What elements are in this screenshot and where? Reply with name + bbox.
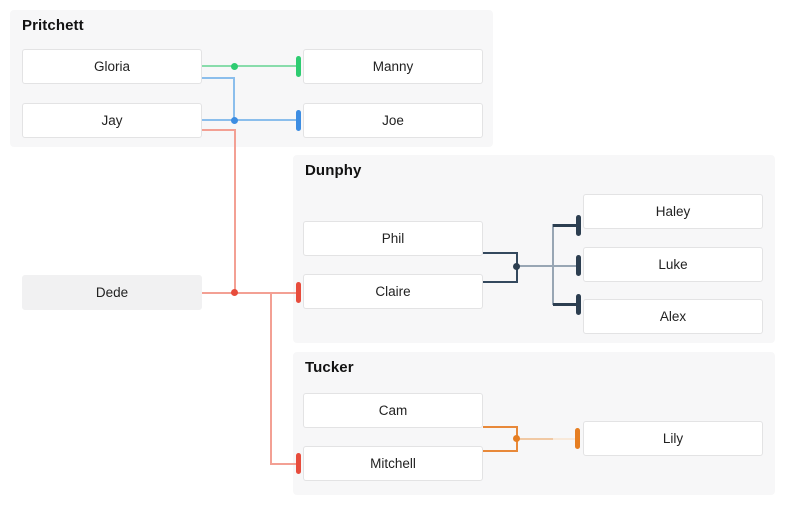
link-spine-alex-stub: [553, 302, 578, 306]
link-dede-claire: [202, 291, 296, 294]
link-couple-luke-trunk: [517, 264, 578, 267]
group-title-tucker: Tucker: [305, 359, 354, 376]
person-claire[interactable]: Claire: [303, 274, 483, 309]
child-handle-manny: [296, 55, 301, 77]
person-name: Lily: [662, 431, 684, 446]
person-name: Manny: [372, 59, 414, 74]
link-gloria-manny: [202, 65, 296, 67]
couple-dot-cam-mitchell: [513, 435, 520, 442]
child-handle-mitchell: [296, 453, 301, 474]
link-cam-couple-stub: [483, 425, 518, 428]
link-couple-mitchell-stub: [269, 462, 297, 465]
link-jay-couple-stub: [202, 129, 236, 131]
link-couple-lily-trunk: [517, 437, 553, 440]
child-handle-joe: [296, 110, 301, 131]
child-handle-haley: [576, 214, 581, 236]
child-handle-lily: [575, 428, 580, 449]
person-name: Alex: [659, 309, 687, 324]
person-name: Phil: [381, 231, 405, 246]
person-luke[interactable]: Luke: [583, 247, 763, 282]
link-children-spine: [552, 224, 554, 305]
link-claire-couple-stub: [483, 280, 518, 283]
person-lily[interactable]: Lily: [583, 421, 763, 456]
person-jay[interactable]: Jay: [22, 103, 202, 138]
group-title-pritchett: Pritchett: [22, 17, 84, 34]
person-haley[interactable]: Haley: [583, 194, 763, 229]
link-gloria-jay-vertical: [233, 77, 235, 122]
group-title-dunphy: Dunphy: [305, 162, 362, 179]
person-dede[interactable]: Dede: [22, 275, 202, 310]
person-alex[interactable]: Alex: [583, 299, 763, 334]
child-handle-luke: [576, 255, 581, 276]
link-couple-lily-trunk-light: [553, 437, 576, 440]
link-jay-dede-vertical: [233, 129, 236, 294]
couple-dot-gloria-manny: [231, 62, 238, 70]
person-cam[interactable]: Cam: [303, 393, 483, 428]
person-name: Cam: [378, 403, 408, 418]
person-name: Dede: [95, 285, 129, 300]
person-name: Claire: [375, 284, 411, 299]
link-phil-couple-stub: [483, 251, 518, 254]
link-couple-mitchell-vertical: [269, 291, 272, 465]
person-gloria[interactable]: Gloria: [22, 49, 202, 84]
person-name: Luke: [658, 257, 688, 272]
person-mitchell[interactable]: Mitchell: [303, 446, 483, 481]
link-spine-haley-stub: [553, 223, 578, 227]
person-name: Gloria: [93, 59, 130, 74]
child-handle-alex: [576, 293, 581, 315]
link-mitchell-couple-stub: [483, 449, 518, 452]
person-joe[interactable]: Joe: [303, 103, 483, 138]
couple-dot-phil-claire: [513, 263, 520, 270]
link-jay-joe: [202, 119, 296, 121]
couple-dot-jay-dede: [231, 289, 238, 296]
person-name: Jay: [101, 113, 123, 128]
child-handle-claire: [296, 282, 301, 303]
person-phil[interactable]: Phil: [303, 221, 483, 256]
person-manny[interactable]: Manny: [303, 49, 483, 84]
person-name: Mitchell: [370, 456, 416, 471]
link-gloria-couple-stub: [202, 77, 235, 79]
person-name: Joe: [382, 113, 404, 128]
person-name: Haley: [655, 204, 691, 219]
couple-dot-gloria-jay: [231, 117, 238, 124]
